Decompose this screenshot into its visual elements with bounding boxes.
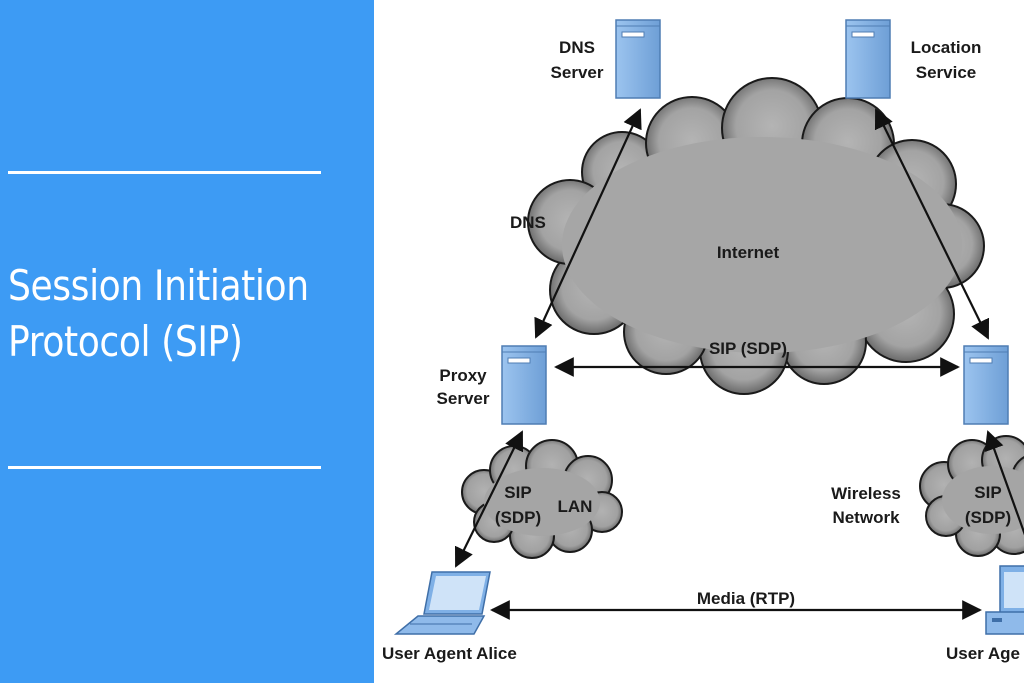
slide-title-line-2: Protocol (SIP) bbox=[8, 317, 243, 366]
user-agent-alice-label: User Agent Alice bbox=[382, 644, 517, 663]
sip-diagram-canvas: DNS Server Location Service Proxy Server… bbox=[382, 19, 1024, 663]
sip-sdp-internet-label: SIP (SDP) bbox=[709, 339, 787, 358]
arrow-proxy-dns bbox=[534, 108, 642, 339]
dns-server-label-2: Server bbox=[551, 63, 604, 82]
proxy-server-label-1: Proxy bbox=[439, 366, 487, 385]
top-divider bbox=[8, 171, 321, 174]
dns-server-icon bbox=[615, 19, 661, 99]
sip-diagram: DNS Server Location Service Proxy Server… bbox=[374, 0, 1024, 683]
bottom-divider bbox=[8, 466, 321, 469]
arrow-right-proxy-device bbox=[984, 430, 1024, 536]
location-service-server-icon bbox=[845, 19, 891, 99]
sip-wireless-label-1: SIP bbox=[974, 483, 1001, 502]
user-agent-right-label: User Age bbox=[946, 644, 1020, 663]
sip-lan-label-2: (SDP) bbox=[495, 508, 541, 527]
lan-cloud bbox=[461, 439, 623, 559]
slide-title: Session Initiation Protocol (SIP) bbox=[8, 258, 323, 370]
wireless-cloud bbox=[919, 435, 1024, 557]
location-service-label-2: Service bbox=[916, 63, 977, 82]
sip-lan-label-1: SIP bbox=[504, 483, 531, 502]
connection-arrows bbox=[454, 108, 1024, 620]
wireless-network-label-2: Network bbox=[832, 508, 900, 527]
dns-link-label: DNS bbox=[510, 213, 546, 232]
proxy-server-icon bbox=[501, 345, 547, 425]
laptop-icon bbox=[393, 571, 491, 635]
right-proxy-server-icon bbox=[963, 345, 1009, 425]
proxy-server-label-2: Server bbox=[437, 389, 490, 408]
location-service-label-1: Location bbox=[911, 38, 982, 57]
lan-label: LAN bbox=[558, 497, 593, 516]
desktop-computer-icon bbox=[985, 565, 1024, 635]
arrow-proxy-alice bbox=[454, 430, 524, 568]
wireless-network-label-1: Wireless bbox=[831, 484, 901, 503]
arrow-location-right-proxy bbox=[874, 108, 990, 340]
media-rtp-label: Media (RTP) bbox=[697, 589, 795, 608]
dns-server-label-1: DNS bbox=[559, 38, 595, 57]
internet-label: Internet bbox=[717, 243, 780, 262]
slide-title-line-1: Session Initiation bbox=[8, 261, 309, 310]
sip-wireless-label-2: (SDP) bbox=[965, 508, 1011, 527]
title-panel: Session Initiation Protocol (SIP) bbox=[0, 0, 374, 683]
